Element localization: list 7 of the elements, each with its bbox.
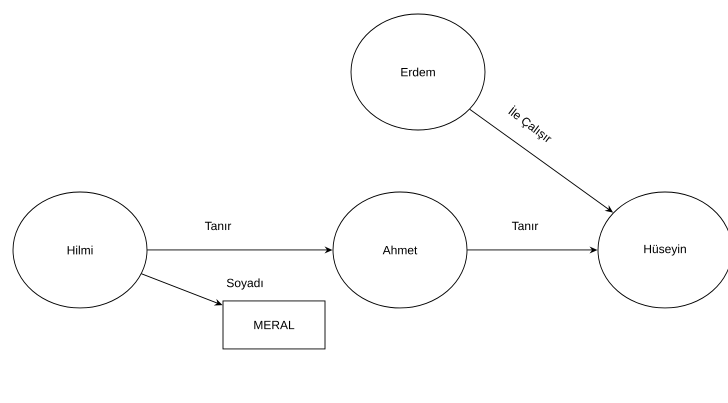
- edge-label: Soyadı: [225, 277, 265, 291]
- ellipse-node: Erdem: [350, 14, 486, 130]
- edge-label: Tanır: [510, 220, 540, 232]
- ellipse-node: Hilmi: [12, 192, 148, 308]
- ellipse-node: Ahmet: [332, 192, 468, 308]
- value-box: MERAL: [222, 300, 326, 350]
- edge-label: Tanır: [204, 220, 232, 232]
